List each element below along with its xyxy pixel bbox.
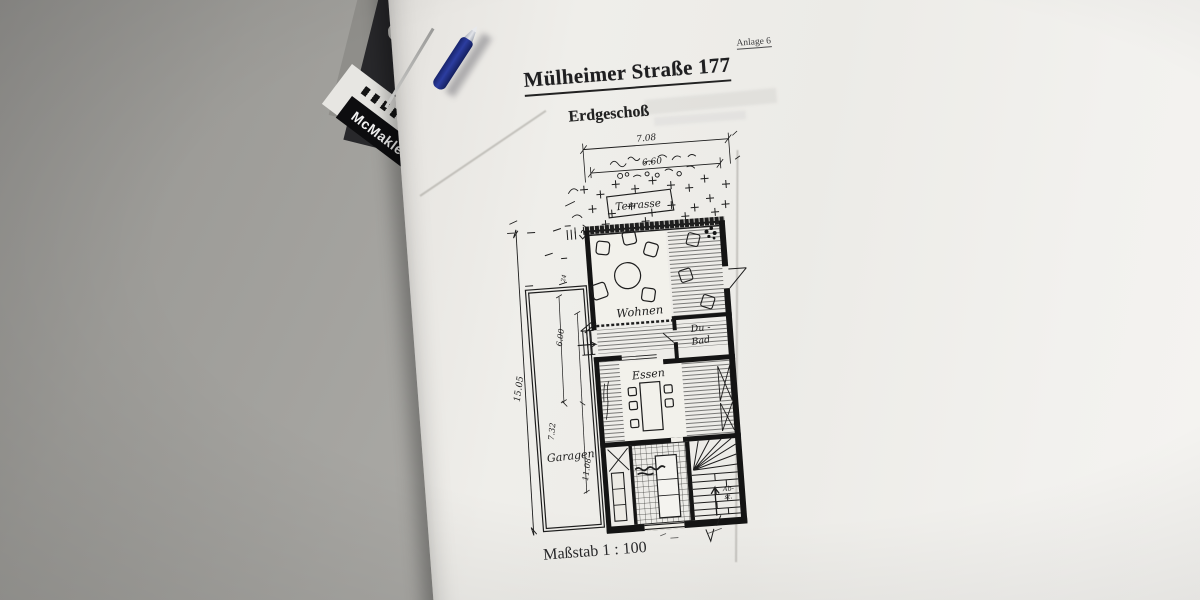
storage-label-1: Ab- (722, 484, 735, 493)
bottom-marks (660, 527, 722, 539)
window-x-marks (717, 365, 735, 432)
side-strip-floor (599, 360, 626, 443)
threshold-dashes (596, 319, 673, 328)
storage-label-2: st. (724, 492, 733, 501)
terrace-sill (582, 216, 726, 235)
shower-bath-label-2: Bad (690, 334, 711, 348)
annex-label: Anlage 6 (736, 36, 772, 50)
floor-plan-sheet: Anlage 6 Mülheimer Straße 177 Erdgeschoß… (383, 0, 1200, 600)
page-title: Mülheimer Straße 177 (522, 52, 732, 97)
corridor-floor (681, 359, 735, 437)
illegible-kitchen-note (634, 465, 666, 476)
door-gap-lower (670, 436, 684, 443)
dim-inner-width: 6.60 (642, 156, 663, 168)
dining-room-label: Essen (630, 366, 665, 383)
handwritten-note (603, 381, 609, 420)
garage-dim-b: 11.08 (581, 458, 593, 482)
dining-corner-floor (667, 225, 726, 319)
garage-dim-c: 7.32 (547, 422, 558, 441)
floor-label: Erdgeschoß (567, 102, 650, 126)
living-room-furniture (589, 230, 659, 303)
handwritten-scribbles (527, 154, 697, 260)
terrace-door-swing (728, 267, 747, 289)
living-room-floor (589, 229, 672, 325)
garage-dim-small: 24 (560, 274, 569, 284)
shower-bath-room: Du - Bad (662, 322, 711, 348)
hall-floor (596, 320, 729, 355)
step-lines (618, 354, 657, 361)
garage-dim-a: 6.00 (555, 328, 566, 347)
storage-room (607, 447, 630, 522)
kitchen (630, 441, 692, 526)
terrace-window-line (589, 224, 720, 237)
dining-corner-chairs (678, 232, 716, 310)
outer-dimension: 15.05 (507, 220, 538, 536)
floor-plan-svg: 7.08 6.60 Terrass (507, 130, 748, 543)
shower-bath-label-1: Du - (689, 322, 711, 335)
dim-total-width: 7.08 (636, 133, 657, 145)
living-room-label: Wohnen (616, 302, 664, 320)
floor-plan-drawing: 7.08 6.60 Terrass (490, 116, 831, 563)
top-dimension-lines: 7.08 6.60 (580, 130, 741, 183)
garage-label: Garagen (546, 447, 595, 465)
dining-room-floor (619, 357, 687, 442)
terrace-label-box: Terrasse (606, 188, 675, 219)
garage: 6.00 24 11.08 7.32 Garagen (524, 274, 606, 533)
staircase: Ab- st. (691, 437, 741, 543)
dim-total-length: 15.05 (513, 375, 526, 402)
terrace-label: Terrasse (615, 197, 662, 213)
bleed-through-smudge (644, 87, 778, 115)
plant-icon (704, 226, 717, 240)
dining-room-furniture (627, 380, 675, 432)
